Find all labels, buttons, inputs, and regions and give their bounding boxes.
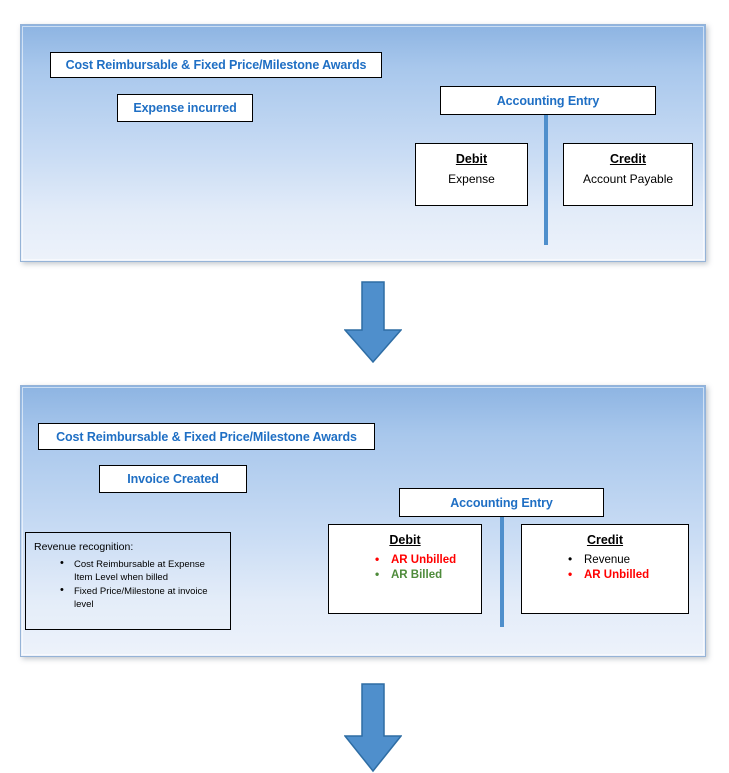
event-box-expense-incurred-label: Expense incurred: [133, 101, 237, 115]
credit-box-stage-1-line: Account Payable: [582, 172, 674, 186]
accounting-entry-header-1: Accounting Entry: [440, 86, 656, 115]
list-item: AR Unbilled: [375, 552, 481, 568]
event-box-invoice-created: Invoice Created: [99, 465, 247, 493]
event-box-expense-incurred: Expense incurred: [117, 94, 253, 122]
debit-box-stage-2: Debit AR Unbilled AR Billed: [328, 524, 482, 614]
list-item: Cost Reimbursable at Expense Item Level …: [60, 557, 222, 584]
revenue-recognition-note-title: Revenue recognition:: [34, 541, 134, 553]
connector-line-stage-2: [500, 517, 504, 627]
connector-line-stage-1: [544, 115, 548, 245]
accounting-entry-header-1-label: Accounting Entry: [496, 93, 600, 108]
credit-box-stage-2-list: Revenue AR Unbilled: [522, 552, 688, 583]
award-type-header-2: Cost Reimbursable & Fixed Price/Mileston…: [38, 423, 375, 450]
down-arrow-icon-1: [344, 281, 402, 364]
award-type-header-1-label: Cost Reimbursable & Fixed Price/Mileston…: [65, 58, 367, 72]
list-item: Fixed Price/Milestone at invoice level: [60, 584, 222, 611]
credit-box-stage-1-title: Credit: [609, 152, 647, 166]
list-item: AR Billed: [375, 567, 481, 583]
revenue-recognition-note-list: Cost Reimbursable at Expense Item Level …: [34, 557, 222, 611]
award-type-header-1: Cost Reimbursable & Fixed Price/Mileston…: [50, 52, 382, 78]
list-item: Revenue: [568, 552, 688, 568]
award-type-header-2-label: Cost Reimbursable & Fixed Price/Mileston…: [56, 429, 357, 444]
revenue-recognition-note: Revenue recognition: Cost Reimbursable a…: [25, 532, 231, 630]
debit-box-stage-2-list: AR Unbilled AR Billed: [329, 552, 481, 583]
debit-box-stage-1: Debit Expense: [415, 143, 528, 206]
debit-box-stage-1-title: Debit: [455, 152, 488, 166]
debit-box-stage-1-line: Expense: [448, 172, 495, 186]
credit-box-stage-2-title: Credit: [586, 533, 624, 547]
accounting-entry-header-2: Accounting Entry: [399, 488, 604, 517]
accounting-entry-header-2-label: Accounting Entry: [450, 495, 553, 510]
down-arrow-icon-2: [344, 683, 402, 773]
list-item: AR Unbilled: [568, 567, 688, 583]
credit-box-stage-2: Credit Revenue AR Unbilled: [521, 524, 689, 614]
debit-box-stage-2-title: Debit: [389, 533, 421, 547]
credit-box-stage-1: Credit Account Payable: [563, 143, 693, 206]
event-box-invoice-created-label: Invoice Created: [127, 472, 219, 486]
